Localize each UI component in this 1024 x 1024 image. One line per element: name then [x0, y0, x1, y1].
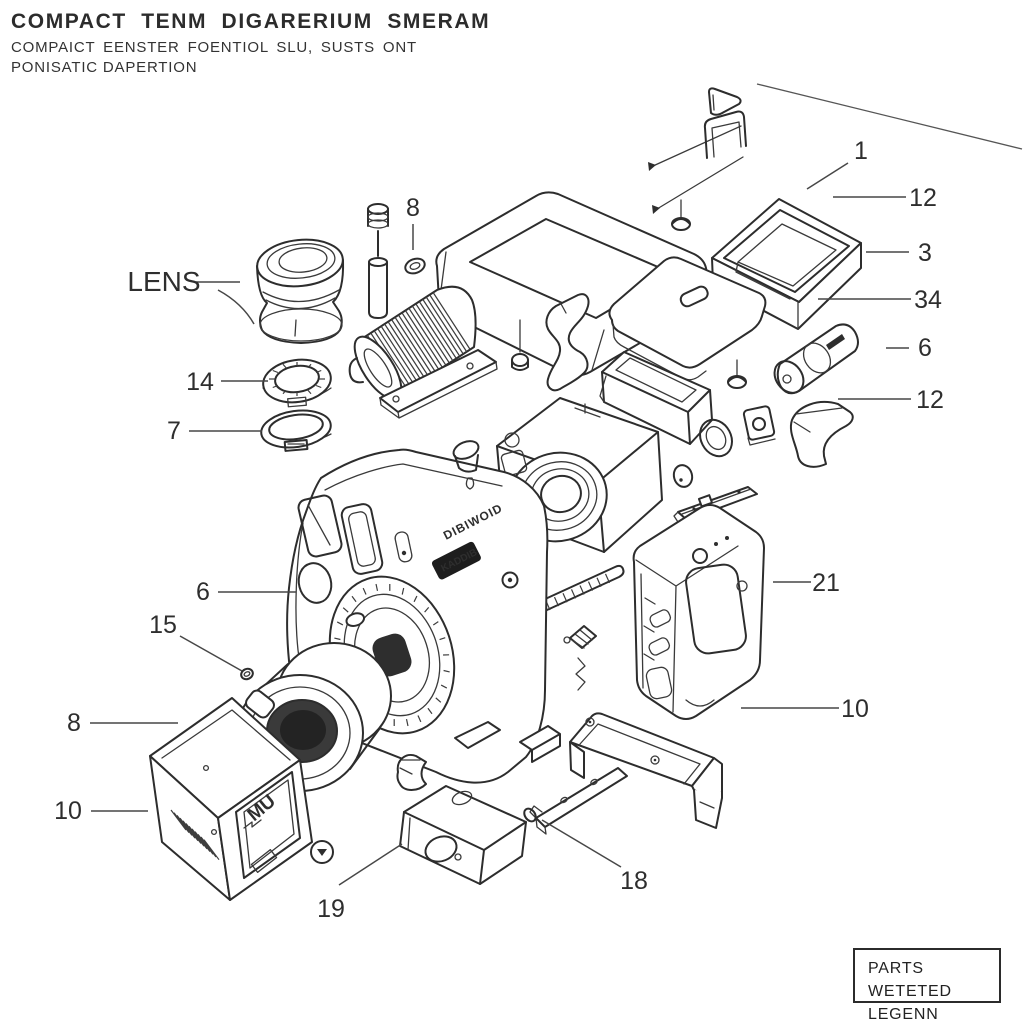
- battery-part: [773, 323, 859, 395]
- dial-aperture: [372, 633, 412, 677]
- part-label: 1: [854, 137, 868, 165]
- o-ring-small-part: [404, 257, 426, 275]
- construction-line: [756, 83, 1023, 150]
- title-block: COMPACT TENM DIGARERIUM SMERAM COMPAICT …: [11, 10, 490, 76]
- part-label: 21: [812, 569, 840, 597]
- leader-line: [338, 843, 403, 886]
- part-label: 6: [918, 334, 932, 362]
- film-cassette-part: MU: [149, 697, 313, 901]
- part-label: 6: [196, 578, 210, 606]
- ring-gear-ticks: [269, 362, 325, 396]
- film-door-part: [632, 504, 765, 720]
- leaf-spring-part: [545, 293, 590, 392]
- lens-assembly-part: [256, 238, 345, 344]
- diagram-subtitle: COMPAICT EENSTER FOENTIOL SLU, SUSTS ONT: [11, 39, 417, 56]
- alignment-arrows: [648, 125, 744, 214]
- label-texts: LENS 8 1 12 3 34 6 12 147 6 15 8 10 21 10 18 19: [54, 137, 944, 923]
- legend-line-1: PARTS WETETED: [868, 960, 952, 1001]
- part-label: 12: [909, 184, 937, 212]
- leader-line: [806, 162, 849, 190]
- leader-lines: [90, 162, 911, 886]
- part-label: 19: [317, 895, 345, 923]
- o-ring-large-part: [699, 418, 733, 458]
- motor-part: [399, 785, 527, 885]
- roller-part: [348, 285, 477, 401]
- part-label: 10: [841, 695, 869, 723]
- leader-line: [541, 819, 622, 868]
- thin-rail-part: [529, 767, 628, 835]
- part-label: 3: [918, 239, 932, 267]
- part-label: 14: [186, 368, 214, 396]
- diagram-title: COMPACT TENM DIGARERIUM SMERAM: [11, 10, 491, 33]
- flat-plate-part: [379, 349, 498, 419]
- spring-clip-part: [789, 401, 854, 468]
- part-label: 12: [916, 386, 944, 414]
- chassis-bracket-part: [569, 712, 723, 829]
- legend-line-2: LEGENN: [868, 1006, 939, 1024]
- prism-part: [708, 87, 742, 116]
- hex-screw-part: [563, 625, 597, 649]
- square-washer-part: [742, 405, 776, 446]
- part-label: 34: [914, 286, 942, 314]
- part-label: 15: [149, 611, 177, 639]
- legend-box: PARTS WETETED LEGENN: [853, 948, 1001, 1023]
- tiny-oval-part: [523, 807, 537, 823]
- inner-lid-part: [608, 256, 767, 381]
- lens-ring-14-part: [262, 358, 332, 408]
- small-spring-part: [575, 657, 586, 691]
- part-label: 7: [167, 417, 181, 445]
- plunger-screw-part: [367, 203, 389, 319]
- screw-symbol: [310, 840, 334, 864]
- wire-bracket-part: [703, 110, 747, 159]
- leader-line: [196, 281, 255, 325]
- mushroom-screw-2-part: [727, 359, 747, 389]
- striped-rod-part: [537, 564, 625, 613]
- diagram-subtitle-2: PONISATIC DAPERTION: [11, 59, 198, 76]
- lens-ring-7-part: [260, 409, 332, 452]
- leader-line: [179, 635, 243, 672]
- part-label: 10: [54, 797, 82, 825]
- oval-knob-part: [672, 464, 694, 488]
- body-feet: [454, 721, 561, 763]
- part-label: LENS: [127, 266, 200, 297]
- mini-screw-part: [511, 319, 529, 371]
- roller-ribs: [363, 292, 471, 395]
- part-label: 18: [620, 867, 648, 895]
- rod-stripes: [545, 573, 611, 611]
- tiny-ring-part: [240, 667, 254, 681]
- cassette-barcode: [170, 809, 220, 861]
- mushroom-screw-part: [671, 199, 691, 231]
- part-label: 8: [67, 709, 81, 737]
- part-label: 8: [406, 194, 420, 222]
- curved-clip-part: [396, 754, 427, 791]
